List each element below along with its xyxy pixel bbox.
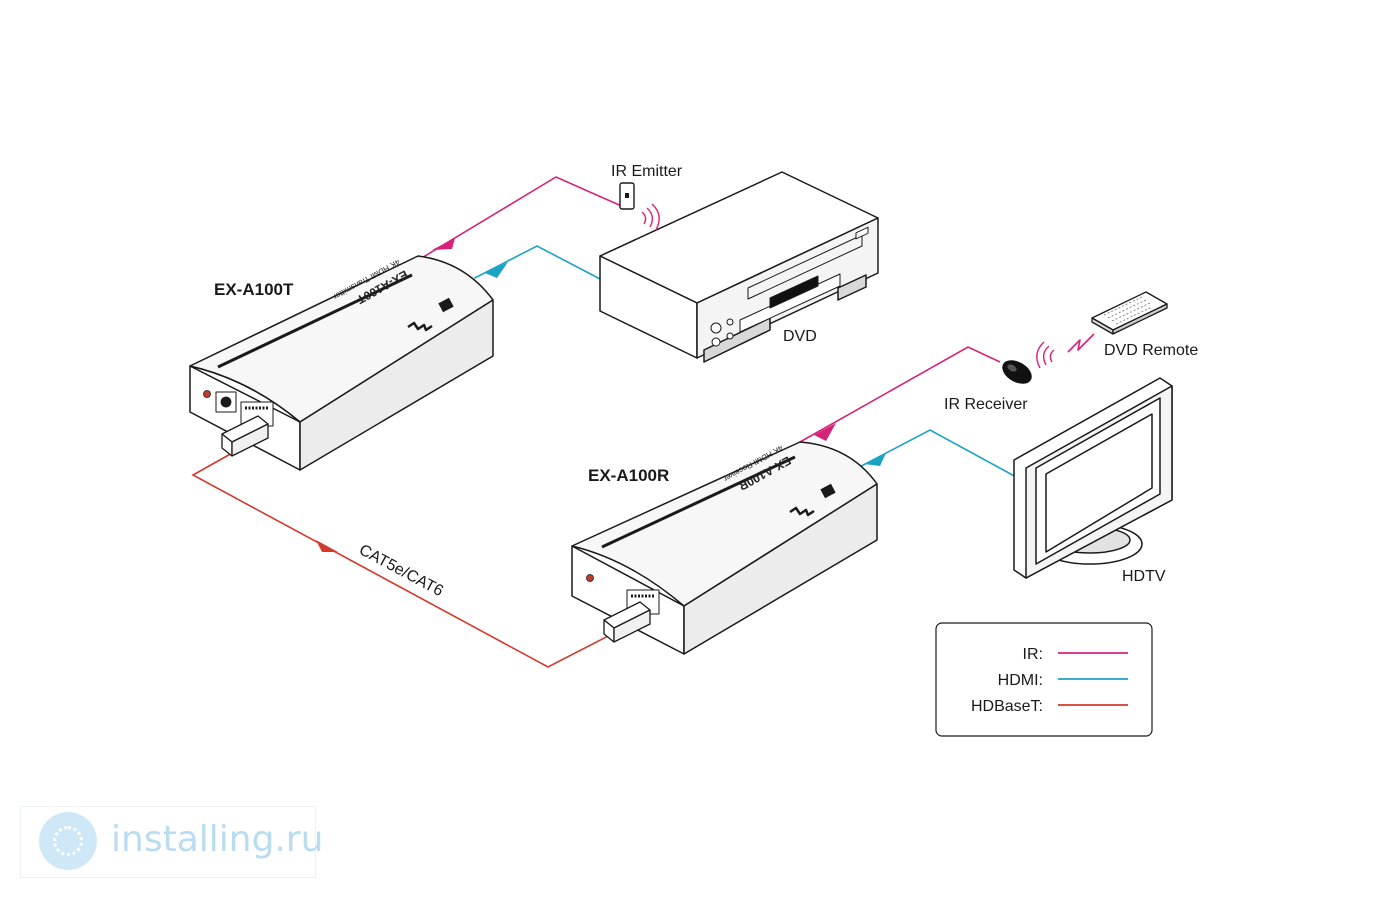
ir-line-receiver (799, 346, 1001, 443)
dvd-remote-label: DVD Remote (1104, 342, 1198, 359)
ir-emitter (619, 182, 660, 231)
watermark-text: installing.ru (111, 819, 324, 860)
ir-receiver-label: IR Receiver (944, 396, 1028, 413)
legend-label-hdbaset: HDBaseT: (971, 698, 1043, 715)
watermark-logo-icon (39, 812, 97, 870)
transmitter-label: EX-A100T (214, 280, 294, 299)
hdbaset-cable (191, 451, 615, 668)
legend: IR: HDMI: HDBaseT: (935, 622, 1153, 737)
legend-label-ir: IR: (1023, 646, 1043, 663)
hdmi-line-dvd (466, 245, 603, 283)
legend-label-hdmi: HDMI: (998, 672, 1043, 689)
ir-line-emitter (414, 176, 627, 263)
watermark: installing.ru (20, 806, 323, 878)
dvd-player (599, 171, 879, 363)
hdtv-label: HDTV (1122, 568, 1166, 585)
receiver-unit (571, 441, 878, 655)
hdmi-line-hdtv (849, 429, 1019, 479)
receiver-label: EX-A100R (588, 466, 669, 485)
ir-receiver (1002, 341, 1055, 384)
ir-emitter-label: IR Emitter (611, 163, 683, 180)
dvd-remote (1067, 291, 1168, 353)
dvd-label: DVD (783, 328, 817, 345)
transmitter-unit (189, 255, 494, 471)
hdtv (1013, 377, 1173, 579)
